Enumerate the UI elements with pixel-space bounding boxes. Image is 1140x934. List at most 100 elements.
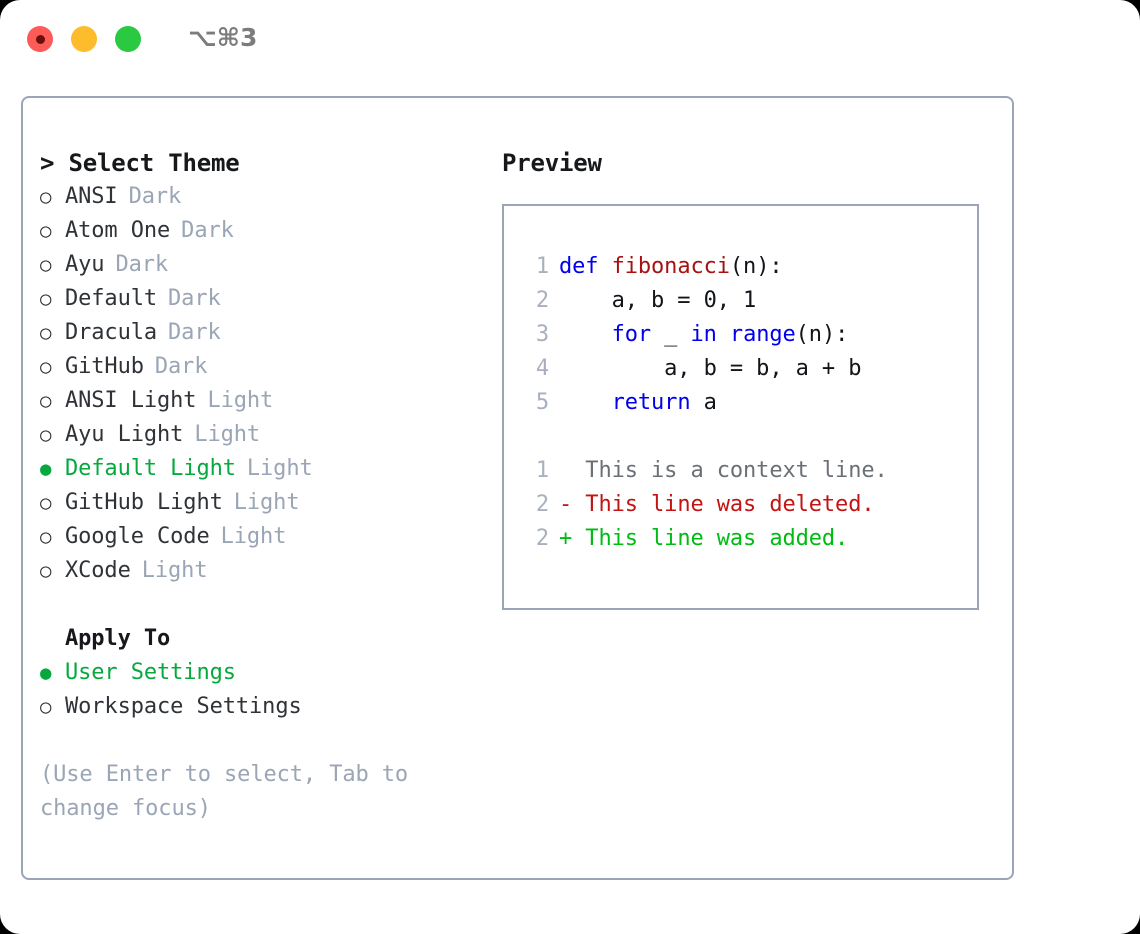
minimize-button-icon[interactable] [71, 26, 97, 52]
theme-name-label: GitHub [65, 354, 144, 379]
apply-to-option[interactable]: ○Workspace Settings [40, 690, 500, 724]
theme-mode-label: Light [194, 422, 261, 447]
code-line-number: 3 [535, 322, 549, 347]
radio-unselected-icon: ○ [40, 356, 52, 378]
code-line-number: 5 [535, 390, 549, 415]
theme-list-item[interactable]: ○ Ayu Light Light [40, 418, 500, 452]
diff-line-text: This is a context line. [585, 458, 888, 483]
code-line: 3 for _ in range(n): [525, 318, 977, 352]
code-token-keyword: def [559, 254, 612, 279]
radio-unselected-icon: ○ [40, 492, 52, 514]
diff-line: 2- This line was deleted. [525, 488, 977, 522]
radio-unselected-icon: ○ [40, 560, 52, 582]
code-line-text: def fibonacci(n): [559, 250, 783, 284]
theme-list-item[interactable]: ○ ANSI Dark [40, 180, 500, 214]
apply-to-label: Workspace Settings [65, 694, 302, 719]
diff-line: 2 + This line was added. [525, 522, 977, 556]
select-theme-header: > Select Theme [40, 149, 240, 177]
apply-to-label: User Settings [65, 660, 236, 685]
apply-to-section: Apply To ● User Settings ○Workspace Settin… [40, 622, 500, 724]
diff-line-number: 2 [535, 526, 549, 551]
preview-spacer [525, 420, 977, 454]
code-token-keyword: return [611, 390, 691, 415]
theme-name-label: Ayu Light [65, 422, 184, 447]
apply-to-option[interactable]: ● User Settings [40, 656, 500, 690]
code-token-plain: (n): [795, 322, 849, 347]
close-button-icon[interactable] [27, 26, 53, 52]
code-token-keyword: in [690, 322, 717, 347]
radio-selected-icon: ● [40, 662, 52, 684]
diff-marker: + [559, 526, 586, 551]
code-token-plain: a, b = b, a + b [559, 356, 862, 381]
diff-line-text: This line was added. [585, 526, 849, 551]
theme-name-label: ANSI [65, 184, 118, 209]
code-token-plain [559, 322, 612, 347]
apply-to-title: Apply To [65, 626, 171, 651]
radio-unselected-icon: ○ [40, 288, 52, 310]
window-controls [27, 26, 141, 52]
theme-mode-label: Dark [128, 184, 182, 209]
code-line: 4 a, b = b, a + b [525, 352, 977, 386]
maximize-button-icon[interactable] [115, 26, 141, 52]
theme-name-label: Default [65, 286, 158, 311]
theme-name-label: Default Light [65, 456, 236, 481]
code-token-plain: a, b = 0, 1 [559, 288, 757, 313]
theme-name-label: XCode [65, 558, 131, 583]
theme-list-item[interactable]: ○ Atom One Dark [40, 214, 500, 248]
radio-unselected-icon: ○ [40, 424, 52, 446]
keyboard-hint-text: (Use Enter to select, Tab to change focu… [40, 762, 409, 821]
theme-list-item[interactable]: ● Default Light Light [40, 452, 500, 486]
code-token-keyword: for [611, 322, 652, 347]
theme-name-label: GitHub Light [65, 490, 223, 515]
theme-list-item[interactable]: ○ Ayu Dark [40, 248, 500, 282]
close-icon-core [35, 34, 45, 44]
theme-mode-label: Dark [181, 218, 234, 243]
diff-line-number: 1 [535, 458, 549, 483]
theme-mode-label: Dark [168, 320, 221, 345]
theme-list-item[interactable]: ○ GitHub Light Light [40, 486, 500, 520]
theme-mode-label: Dark [115, 252, 169, 277]
code-token-plain [717, 322, 730, 347]
diff-line: 1 This is a context line. [525, 454, 977, 488]
radio-unselected-icon: ○ [40, 254, 52, 276]
radio-unselected-icon: ○ [40, 220, 52, 242]
code-line-text: a, b = b, a + b [559, 352, 861, 386]
theme-mode-label: Light [233, 490, 300, 515]
radio-unselected-icon: ○ [40, 322, 52, 344]
diff-line-text: This line was deleted. [585, 492, 875, 517]
code-line-text: return a [559, 386, 717, 420]
code-token-function: fibonacci [611, 254, 730, 279]
apply-to-list[interactable]: ● User Settings ○Workspace Settings [40, 656, 500, 724]
theme-name-label: Ayu [65, 252, 105, 277]
code-token-plain: (n): [729, 254, 783, 279]
code-token-plain [559, 390, 612, 415]
theme-mode-label: Light [207, 388, 274, 413]
keyboard-shortcut-label: ⌥⌘3 [188, 23, 258, 52]
diff-sample: 1 This is a context line.2- This line wa… [525, 454, 977, 556]
code-line: 5 return a [525, 386, 977, 420]
code-line: 2 a, b = 0, 1 [525, 284, 977, 318]
diff-marker: - [559, 492, 586, 517]
radio-unselected-icon: ○ [40, 186, 52, 208]
preview-title: Preview [502, 149, 602, 177]
radio-selected-icon: ● [40, 458, 52, 480]
theme-name-label: Google Code [65, 524, 210, 549]
theme-mode-label: Light [246, 456, 313, 481]
code-token-plain: _ [651, 322, 691, 347]
theme-name-label: Atom One [65, 218, 171, 243]
code-line-number: 2 [535, 288, 549, 313]
radio-unselected-icon: ○ [40, 526, 52, 548]
